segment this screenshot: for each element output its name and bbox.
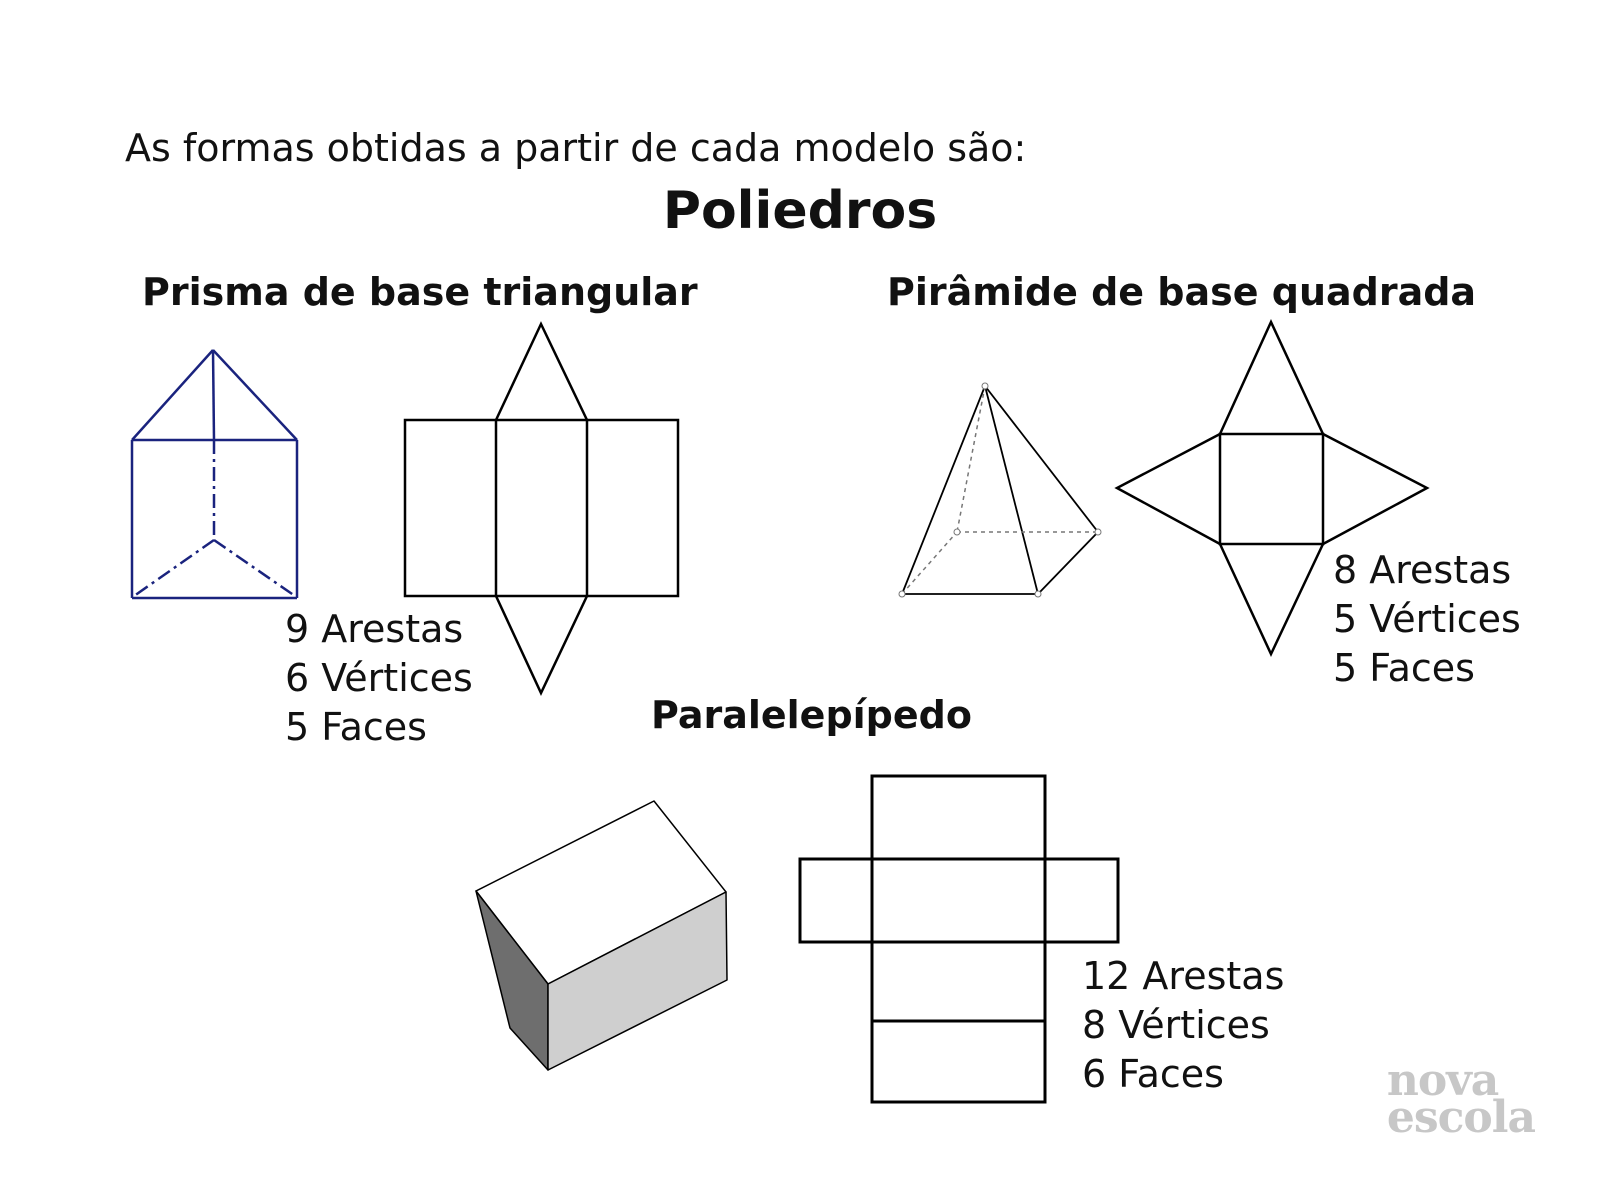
pyramid-hidden-edge bbox=[901, 531, 958, 595]
triangular-prism-figure bbox=[130, 349, 299, 600]
nova-escola-logo: nova escola bbox=[1386, 1055, 1536, 1143]
parallelepiped-net bbox=[798, 774, 1120, 1104]
pyramid-vertices-count: 5 Vértices bbox=[1333, 597, 1521, 641]
box-net-face bbox=[870, 1019, 1047, 1104]
box-net-face bbox=[870, 940, 1047, 1023]
prism-net-faces bbox=[403, 418, 680, 598]
parallelepiped-figure bbox=[475, 800, 728, 1071]
square-pyramid-figure bbox=[898, 382, 1102, 598]
pyramid-stats: 8 Arestas 5 Vértices 5 Faces bbox=[1333, 546, 1521, 693]
intro-text: As formas obtidas a partir de cada model… bbox=[125, 126, 1027, 170]
triangular-prism-net bbox=[403, 321, 680, 696]
pyramid-edge bbox=[984, 385, 1039, 595]
pyramid-title: Pirâmide de base quadrada bbox=[887, 270, 1477, 314]
prism-stats: 9 Arestas 6 Vértices 5 Faces bbox=[285, 605, 473, 752]
prism-hidden-edge bbox=[133, 538, 215, 598]
page-title: Poliedros bbox=[662, 181, 938, 241]
prism-net-bottom-triangle bbox=[494, 595, 589, 696]
box-net-face bbox=[1043, 857, 1120, 944]
parallelepiped-title: Paralelepípedo bbox=[651, 693, 972, 737]
pyramid-net-right-triangle bbox=[1322, 432, 1430, 546]
parallelepiped-stats: 12 Arestas 8 Vértices 6 Faces bbox=[1082, 952, 1284, 1099]
box-net-face bbox=[798, 857, 874, 944]
pyramid-net-bottom-triangle bbox=[1218, 543, 1325, 657]
prism-net-top-triangle bbox=[494, 321, 589, 421]
pyramid-net-top-triangle bbox=[1218, 319, 1325, 435]
parallelepiped-edges-count: 12 Arestas bbox=[1082, 954, 1285, 998]
pyramid-edge bbox=[901, 385, 986, 595]
prism-vertices-count: 6 Vértices bbox=[285, 656, 473, 700]
pyramid-edge bbox=[1037, 531, 1099, 595]
pyramid-edges-count: 8 Arestas bbox=[1333, 548, 1512, 592]
prism-faces-count: 5 Faces bbox=[285, 705, 427, 749]
box-net-face bbox=[870, 774, 1047, 861]
parallelepiped-faces-count: 6 Faces bbox=[1082, 1052, 1224, 1096]
pyramid-net-base bbox=[1218, 432, 1325, 546]
pyramid-net-left-triangle bbox=[1114, 432, 1221, 546]
prism-hidden-edge bbox=[213, 538, 296, 598]
box-light-side bbox=[547, 891, 728, 1071]
square-pyramid-net bbox=[1114, 319, 1430, 657]
prism-edges-count: 9 Arestas bbox=[285, 607, 464, 651]
pyramid-hidden-edge bbox=[956, 385, 986, 533]
prism-title: Prisma de base triangular bbox=[142, 270, 698, 314]
logo-line-1: nova bbox=[1386, 1055, 1499, 1106]
pyramid-edge bbox=[984, 385, 1099, 533]
pyramid-faces-count: 5 Faces bbox=[1333, 646, 1475, 690]
prism-edge bbox=[131, 349, 214, 441]
box-net-face bbox=[870, 857, 1047, 944]
logo-line-2: escola bbox=[1386, 1092, 1536, 1143]
parallelepiped-vertices-count: 8 Vértices bbox=[1082, 1003, 1270, 1047]
prism-edge bbox=[211, 349, 216, 441]
prism-edge bbox=[212, 349, 298, 441]
